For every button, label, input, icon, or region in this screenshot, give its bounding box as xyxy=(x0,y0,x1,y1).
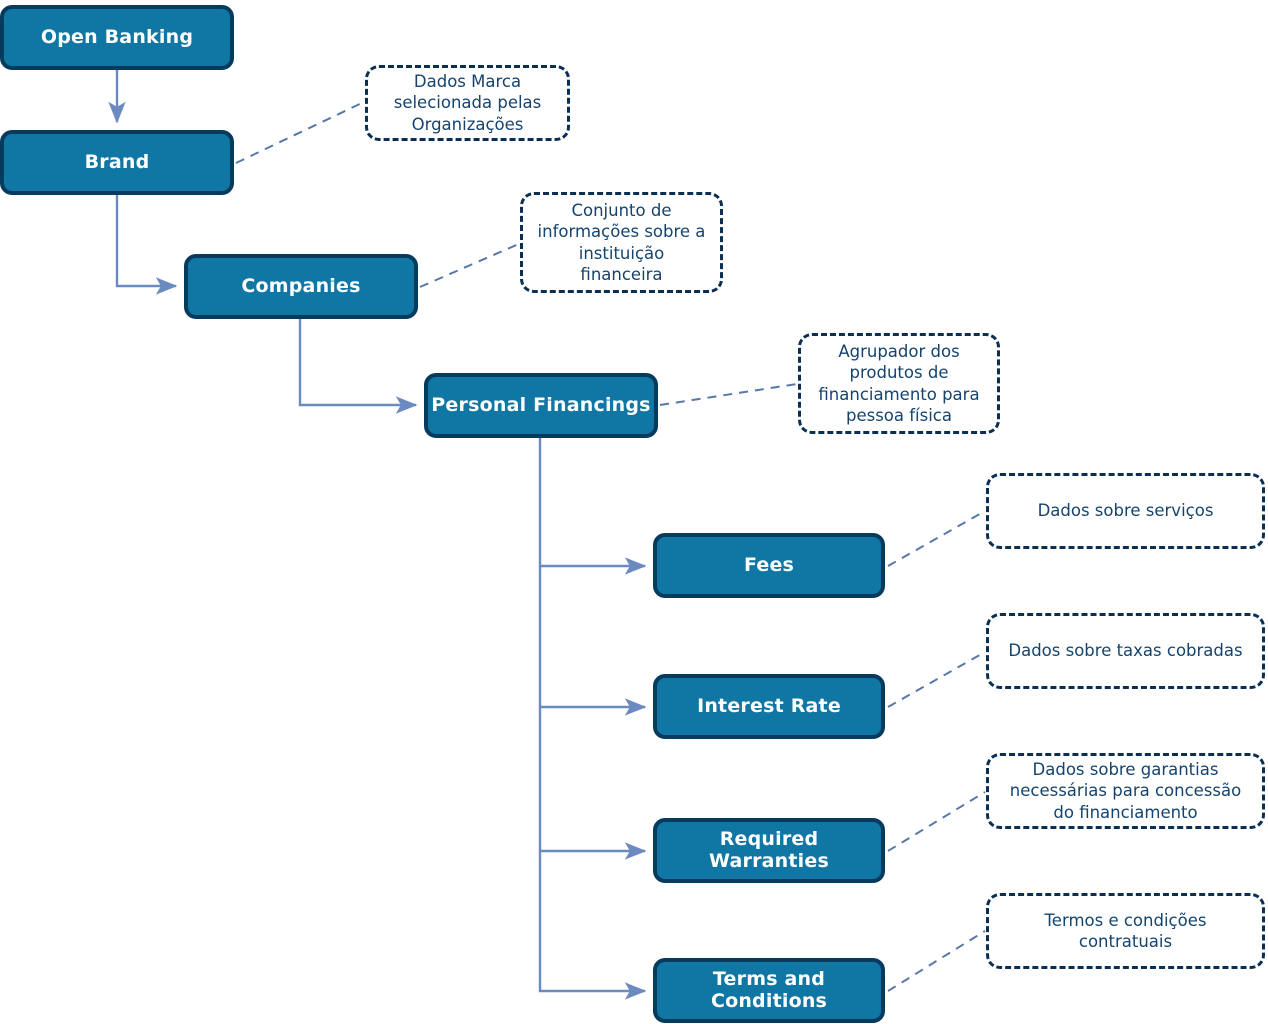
note-terms-and-conditions-text: Termos e condições contratuais xyxy=(1044,910,1207,951)
node-fees[interactable]: Fees xyxy=(653,533,885,598)
note-required-warranties-text: Dados sobre garantias necessárias para c… xyxy=(1009,760,1242,822)
note-companies: Conjunto de informações sobre a institui… xyxy=(520,192,723,293)
node-open-banking[interactable]: Open Banking xyxy=(0,5,234,70)
edge-brand-note xyxy=(235,100,367,164)
note-interest-rate: Dados sobre taxas cobradas xyxy=(986,613,1265,689)
node-fees-label: Fees xyxy=(743,553,795,576)
edge-companies-personal-financings xyxy=(298,319,418,414)
node-brand-label: Brand xyxy=(84,150,150,173)
edge-brand-companies xyxy=(115,195,178,295)
node-terms-and-conditions[interactable]: Terms and Conditions xyxy=(653,958,885,1023)
edge-terms-note xyxy=(887,930,986,992)
note-fees: Dados sobre serviços xyxy=(986,473,1265,549)
node-brand[interactable]: Brand xyxy=(0,130,234,195)
edge-personal-financings-interest-rate xyxy=(538,566,647,716)
note-companies-text: Conjunto de informações sobre a institui… xyxy=(537,201,706,284)
note-brand-text: Dados Marca selecionada pelas Organizaçõ… xyxy=(393,72,542,134)
edge-companies-note xyxy=(419,242,522,288)
node-companies-label: Companies xyxy=(241,274,361,297)
edge-interest-note xyxy=(887,651,986,708)
edge-fees-note xyxy=(887,510,986,567)
node-terms-and-conditions-label: Terms and Conditions xyxy=(710,967,828,1012)
node-interest-rate[interactable]: Interest Rate xyxy=(653,674,885,739)
note-personal-financings-text: Agrupador dos produtos de financiamento … xyxy=(818,342,980,425)
node-required-warranties[interactable]: Required Warranties xyxy=(653,818,885,883)
node-personal-financings-label: Personal Financings xyxy=(431,393,651,416)
note-terms-and-conditions: Termos e condições contratuais xyxy=(986,893,1265,969)
note-personal-financings: Agrupador dos produtos de financiamento … xyxy=(798,333,1000,434)
note-brand: Dados Marca selecionada pelas Organizaçõ… xyxy=(365,65,570,141)
node-personal-financings[interactable]: Personal Financings xyxy=(424,373,658,438)
node-open-banking-label: Open Banking xyxy=(40,25,194,48)
note-interest-rate-text: Dados sobre taxas cobradas xyxy=(1008,641,1243,661)
edge-personal-financings-required-warranties xyxy=(538,707,647,860)
node-companies[interactable]: Companies xyxy=(184,254,418,319)
edge-financings-note xyxy=(659,383,798,406)
note-fees-text: Dados sobre serviços xyxy=(1037,501,1214,521)
note-required-warranties: Dados sobre garantias necessárias para c… xyxy=(986,753,1265,829)
edge-warranties-note xyxy=(887,791,986,852)
node-interest-rate-label: Interest Rate xyxy=(697,694,841,717)
edge-personal-financings-fees xyxy=(538,438,647,575)
node-required-warranties-label: Required Warranties xyxy=(709,827,829,872)
edge-personal-financings-terms-and-conditions xyxy=(538,851,647,1000)
